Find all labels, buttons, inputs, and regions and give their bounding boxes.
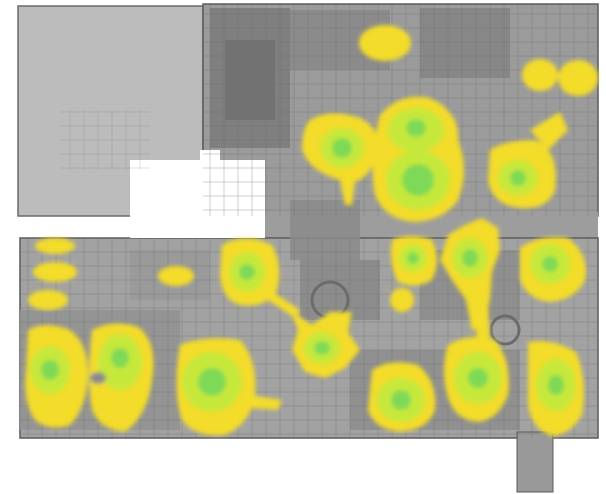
- coverage-zone: [444, 300, 509, 422]
- bottom-annex: [516, 431, 554, 493]
- coverage-zone: [35, 238, 75, 254]
- coverage-zone: [520, 237, 586, 302]
- coverage-zone: [528, 341, 584, 436]
- coverage-zone: [558, 60, 598, 96]
- coverage-zone: [290, 310, 360, 378]
- coverage-zone: [359, 25, 411, 61]
- coverage-zone: [28, 290, 68, 310]
- coverage-zone: [390, 288, 414, 312]
- coverage-zone: [390, 236, 437, 286]
- coverage-zone: [372, 96, 464, 222]
- coverage-zone: [176, 338, 282, 436]
- coverage-zone: [522, 59, 558, 91]
- coverage-zone: [302, 113, 378, 205]
- coverage-zone: [488, 112, 568, 209]
- coverage-zone: [158, 266, 194, 286]
- coverage-zone: [33, 262, 77, 282]
- coverage-zone: [368, 362, 436, 432]
- coverage-zone: [220, 238, 300, 318]
- coverage-zone: [89, 323, 154, 432]
- room-grid-west: [60, 110, 150, 170]
- coverage-zone: [25, 325, 89, 428]
- coverage-zones: [25, 25, 598, 436]
